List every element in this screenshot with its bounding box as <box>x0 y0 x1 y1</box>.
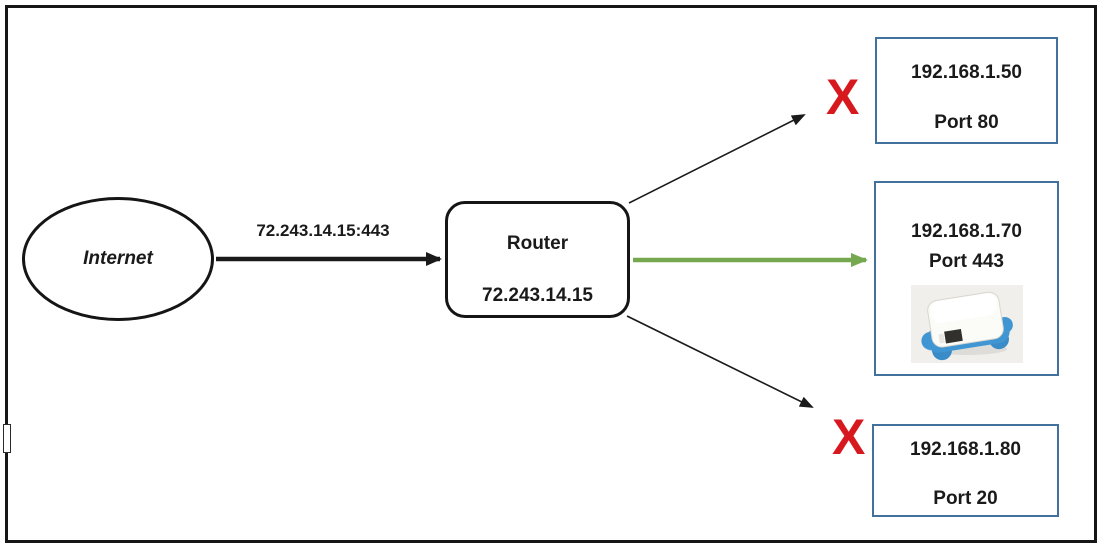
host-node-192-168-1-70: 192.168.1.70 Port 443 <box>874 181 1059 376</box>
blocked-x-mark-top: X <box>826 69 860 125</box>
host-ip: 192.168.1.50 <box>911 62 1022 83</box>
host-port: Port 80 <box>934 112 999 133</box>
internet-node: Internet <box>22 197 214 321</box>
router-node: Router 72.243.14.15 <box>445 201 630 318</box>
internet-label: Internet <box>83 248 153 269</box>
host-node-192-168-1-50: 192.168.1.50 Port 80 <box>875 37 1058 144</box>
router-wan-ip: 72.243.14.15 <box>482 285 593 306</box>
host-port: Port 443 <box>929 251 1004 272</box>
iot-device-photo <box>910 285 1023 363</box>
host-ip: 192.168.1.80 <box>910 439 1021 460</box>
router-name: Router <box>506 233 569 254</box>
blocked-x-mark-bottom: X <box>832 409 866 465</box>
diagram-border <box>5 5 1097 543</box>
host-ip: 192.168.1.70 <box>911 221 1022 242</box>
left-edge-cursor-artifact <box>3 424 11 453</box>
wan-link-label: 72.243.14.15:443 <box>256 221 390 240</box>
host-node-192-168-1-80: 192.168.1.80 Port 20 <box>872 424 1059 517</box>
host-port: Port 20 <box>933 488 998 509</box>
